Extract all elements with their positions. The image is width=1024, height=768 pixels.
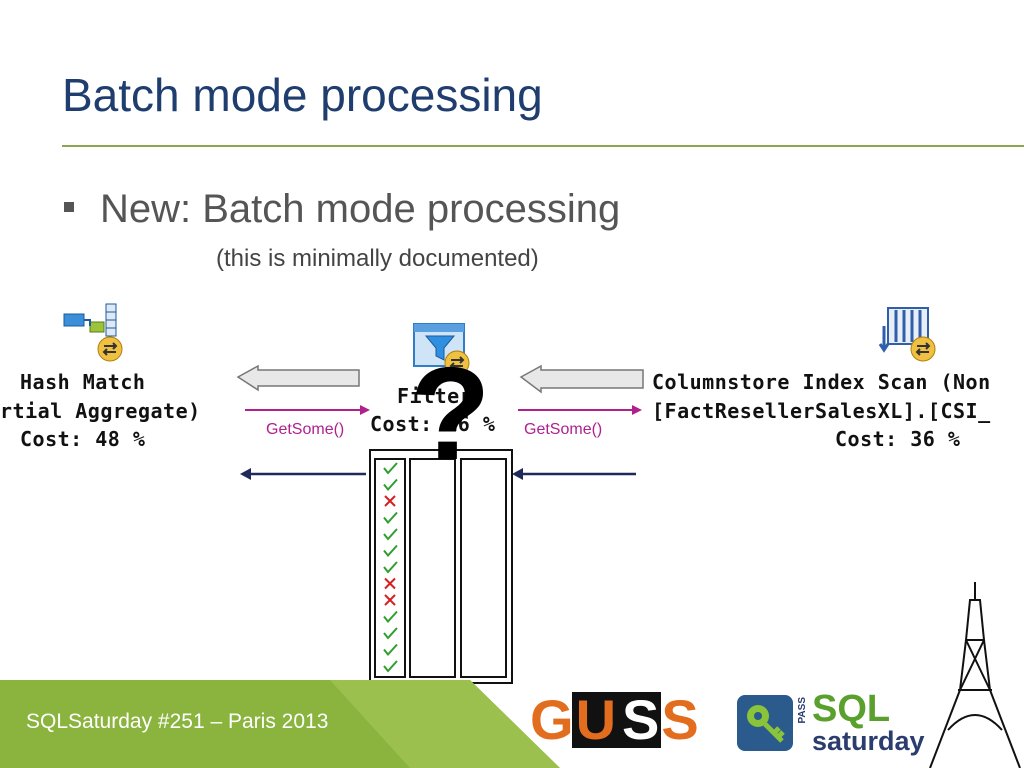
check-icon (383, 544, 398, 558)
bullet-marker (64, 202, 74, 212)
check-icon (383, 511, 398, 525)
guss-letter: S (618, 692, 662, 748)
sqlsaturday-key-icon (737, 695, 793, 751)
filter-label: Filter (397, 384, 473, 408)
plan-arrow-right (519, 364, 644, 394)
columnstore-label: Columnstore Index Scan (Non (652, 370, 991, 394)
check-icon (383, 643, 398, 657)
cross-icon (384, 594, 396, 606)
guss-letter: U (571, 692, 619, 748)
check-icon (383, 528, 398, 541)
guss-letter: G (530, 688, 574, 751)
batch-column (409, 458, 456, 678)
columnstore-cost: Cost: 36 % (835, 427, 961, 451)
plan-arrow-left (236, 364, 360, 392)
eiffel-tower-icon (929, 582, 1021, 768)
batch-column (460, 458, 507, 678)
filter-cost: Cost: 16 % (370, 412, 496, 436)
footer-band-highlight (330, 680, 560, 768)
return-arrow-left (240, 468, 366, 480)
hash-match-sublabel: rtial Aggregate) (0, 399, 201, 423)
sql-label: SQL (812, 688, 891, 730)
check-icon (383, 561, 398, 574)
return-arrow-right (512, 468, 636, 480)
check-icon (383, 660, 398, 673)
cross-icon (384, 577, 396, 590)
batch-row-marks (383, 462, 398, 673)
check-icon (383, 478, 398, 492)
bullet-text: New: Batch mode processing (100, 187, 621, 231)
parallelism-icon (97, 336, 123, 362)
getsome-label-left: GetSome() (266, 421, 345, 438)
question-mark: ? (410, 340, 491, 487)
parallelism-icon (910, 336, 936, 362)
getsome-arrow-right (518, 405, 642, 415)
hash-match-icon (63, 303, 117, 337)
slide-title: Batch mode processing (62, 69, 543, 121)
getsome-label-right: GetSome() (524, 421, 603, 438)
check-icon (383, 462, 398, 475)
cross-icon (384, 495, 396, 507)
hash-match-cost: Cost: 48 % (20, 427, 146, 451)
title-divider (62, 145, 1024, 147)
footer-event: SQLSaturday #251 – Paris 2013 (26, 710, 329, 733)
columnstore-table-label: [FactResellerSalesXL].[CSI_ (652, 399, 991, 423)
guss-letter: S (661, 688, 698, 751)
check-icon (383, 627, 398, 640)
parallelism-icon (444, 350, 470, 376)
saturday-label: saturday (812, 726, 925, 756)
batch-column-bitmap (374, 458, 406, 678)
hash-match-label: Hash Match (20, 370, 146, 394)
getsome-arrow-left (245, 405, 370, 415)
subtext: (this is minimally documented) (216, 245, 539, 272)
check-icon (383, 610, 398, 624)
pass-label: PASS (797, 697, 808, 724)
